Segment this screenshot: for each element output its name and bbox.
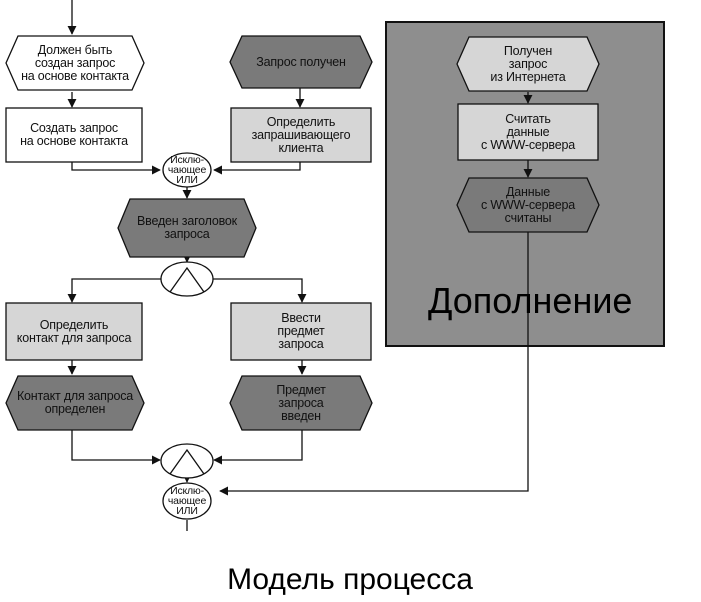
event-contact-defined-label: Контакт для запроса определен (16, 389, 134, 416)
and-symbol-bottom (169, 448, 205, 475)
xor-connector-top (162, 152, 212, 188)
and-symbol-top (169, 266, 205, 293)
line-and-to-contact (67, 278, 161, 303)
addition-panel-title: Дополнение (428, 280, 633, 321)
function-create-request (5, 107, 143, 163)
event-must-create-request (5, 35, 145, 91)
event-contact-defined (5, 375, 145, 431)
function-enter-subject (230, 302, 372, 361)
and-connector-top (160, 261, 214, 297)
event-internet-request-label: Получен запрос из Интернета (490, 43, 566, 84)
connectors (67, 0, 533, 531)
function-read-server (457, 103, 599, 161)
event-server-data-read-label: Данные с WWW-сервера считаны (481, 184, 575, 225)
event-internet-request (456, 36, 600, 92)
function-identify-client (230, 107, 372, 163)
function-enter-subject-label: Ввести предмет запроса (277, 311, 325, 351)
xor-connector-top-label: Исклю- чающее ИЛИ (167, 154, 207, 186)
line-and-to-subject (213, 278, 307, 303)
function-identify-client-label: Определить запрашивающего клиента (251, 114, 351, 155)
event-must-create-request-label: Должен быть создан запрос на основе конт… (21, 42, 129, 83)
line-create-to-xor (71, 162, 161, 175)
xor-connector-bottom (162, 482, 212, 520)
and-connector-bottom (160, 443, 214, 479)
function-identify-contact-label: Определить контакт для запроса (16, 317, 132, 345)
function-identify-contact (5, 302, 143, 361)
event-request-received-label: Запрос получен (256, 54, 346, 69)
event-request-received (229, 35, 373, 89)
xor-connector-bottom-label: Исклю- чающее ИЛИ (167, 485, 207, 517)
event-header-entered (117, 198, 257, 258)
event-header-entered-label: Введен заголовок запроса (137, 214, 237, 241)
line-subject-to-and (213, 430, 303, 465)
event-subject-entered-label: Предмет запроса введен (276, 382, 326, 423)
event-server-data-read (456, 177, 600, 233)
line-contact-to-and (71, 430, 161, 465)
event-subject-entered (229, 375, 373, 431)
diagram-caption: Модель процесса (227, 563, 473, 596)
function-read-server-label: Считать данные с WWW-сервера (481, 111, 575, 152)
line-server-to-xor (219, 232, 529, 496)
line-identify-to-xor (213, 162, 301, 175)
function-create-request-label: Создать запрос на основе контакта (20, 121, 128, 148)
